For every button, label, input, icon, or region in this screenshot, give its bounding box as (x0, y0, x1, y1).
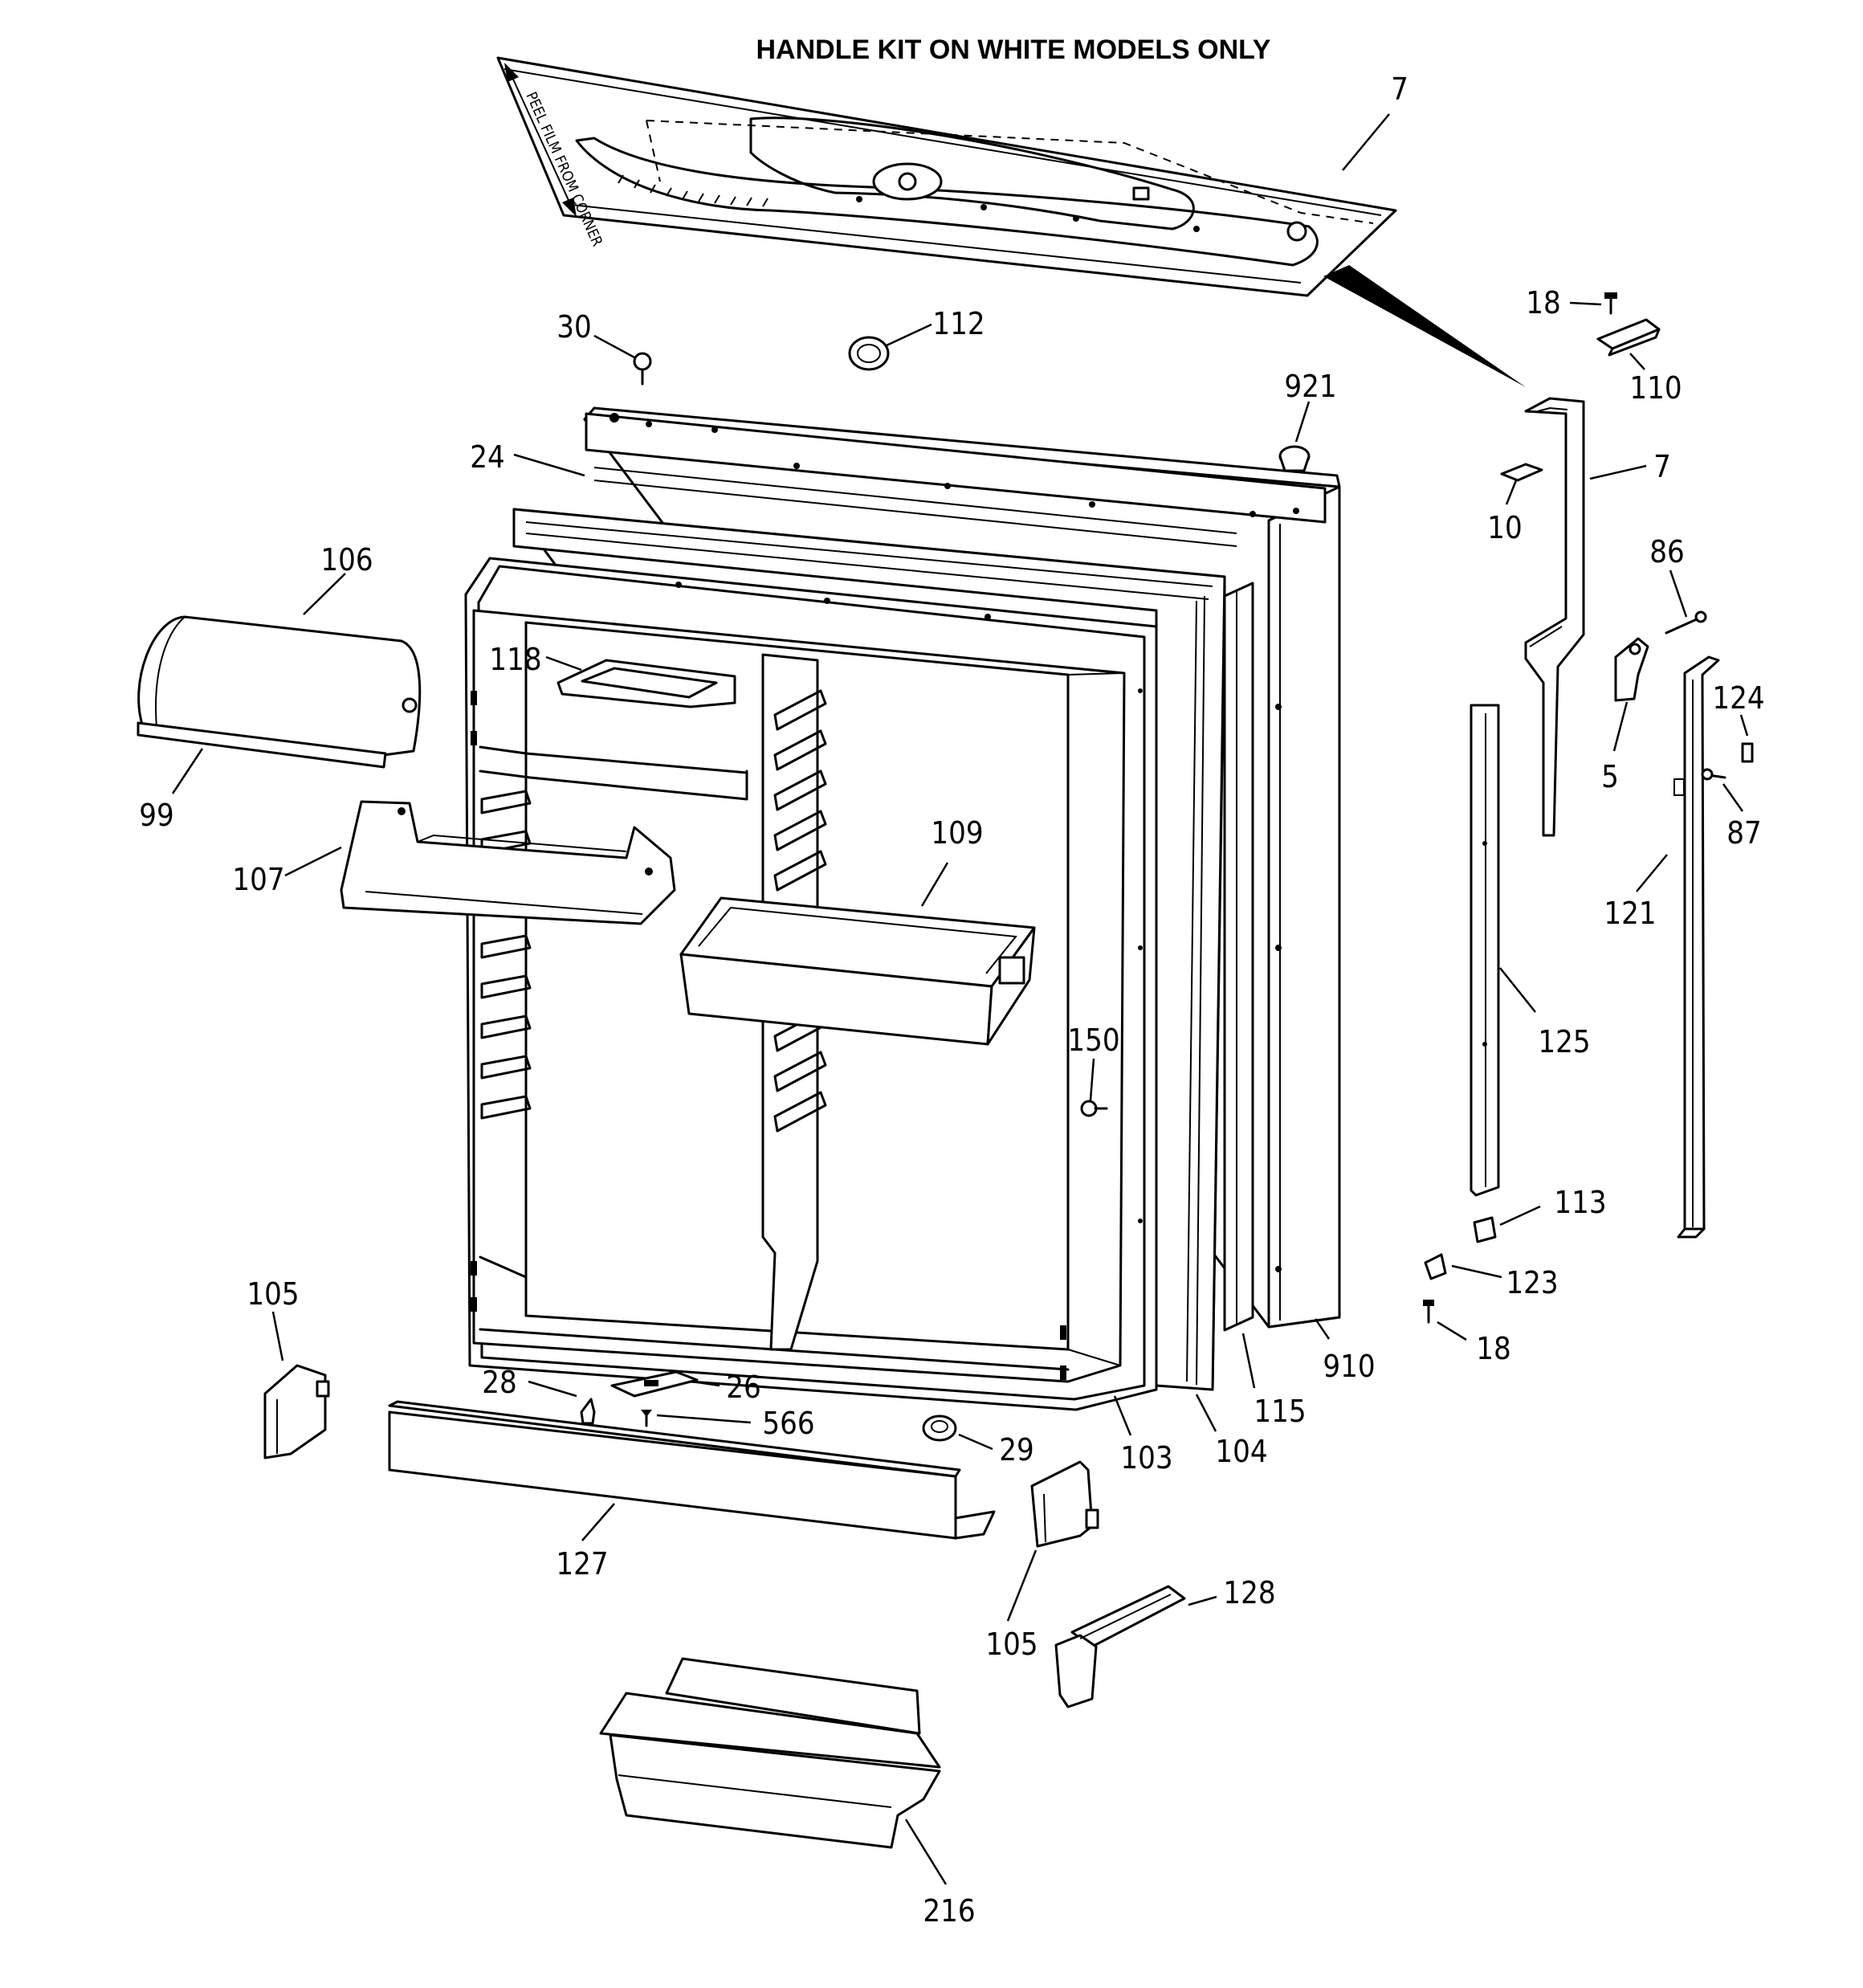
part-7-handle (1524, 397, 1585, 837)
part-112-plug (848, 336, 890, 371)
callout-106: 106 (320, 542, 373, 578)
diagram-title: HANDLE KIT ON WHITE MODELS ONLY (756, 35, 1271, 65)
part-105-left-hinge-bracket (263, 1364, 330, 1459)
callout-123: 123 (1506, 1265, 1558, 1300)
callout-110: 110 (1629, 370, 1682, 406)
part-128-bin-guard (1054, 1585, 1186, 1708)
callout-127: 127 (556, 1546, 608, 1582)
callout-115: 115 (1254, 1394, 1306, 1429)
part-123-bracket (1424, 1253, 1447, 1280)
callout-121: 121 (1604, 896, 1656, 931)
part-7-handle-kit-package: PEEL FILM FROM CORNER (496, 56, 1397, 297)
callout-87: 87 (1726, 815, 1762, 851)
callout-103: 103 (1120, 1440, 1172, 1476)
part-105-right-hinge-bracket (1030, 1460, 1099, 1548)
callout-109: 109 (931, 815, 983, 851)
part-127-toe-grille (388, 1400, 996, 1540)
callout-30: 30 (556, 309, 592, 345)
callout-107: 107 (232, 862, 284, 897)
callout-105-right: 105 (985, 1627, 1037, 1662)
part-110-hinge-cover (1596, 318, 1661, 357)
callout-29: 29 (999, 1432, 1034, 1468)
callout-labels: 7 18 110 30 112 921 24 7 10 106 86 118 1… (139, 71, 1764, 1929)
callout-24: 24 (470, 439, 505, 475)
part-121-handle-trim (1673, 655, 1720, 1239)
part-18-top-screw (1604, 292, 1617, 315)
callout-112: 112 (932, 306, 984, 341)
callout-566: 566 (762, 1406, 814, 1441)
part-107-door-shelf (340, 800, 676, 925)
part-99-dairy-door-base (137, 721, 387, 769)
callout-18-bottom: 18 (1476, 1331, 1511, 1366)
part-30-screw (633, 352, 652, 386)
part-566-screw (641, 1410, 652, 1427)
callout-910: 910 (1323, 1349, 1375, 1384)
part-106-dairy-compartment-door (137, 615, 422, 757)
part-113-stop (1473, 1216, 1497, 1243)
callout-18-top: 18 (1526, 285, 1561, 320)
part-124-clip (1741, 742, 1754, 763)
callout-118: 118 (489, 642, 541, 677)
part-118-small-shelf (556, 659, 736, 708)
callout-124: 124 (1712, 680, 1764, 716)
part-29-plug (922, 1414, 957, 1442)
callout-99: 99 (139, 798, 174, 833)
part-216-door-bin (599, 1657, 941, 1849)
part-26-hinge-plate (610, 1370, 699, 1398)
callout-86: 86 (1649, 534, 1685, 569)
callout-104: 104 (1215, 1434, 1267, 1469)
part-115-gasket (1223, 582, 1254, 1332)
callout-150: 150 (1067, 1023, 1119, 1058)
part-150-screw (1080, 1100, 1108, 1117)
callout-5: 5 (1601, 759, 1619, 794)
part-125-door-trim (1470, 704, 1500, 1197)
part-86-screw (1665, 610, 1707, 635)
part-28-pin (580, 1398, 596, 1425)
callout-921: 921 (1284, 369, 1336, 404)
callout-7-top: 7 (1391, 71, 1408, 107)
part-109-door-bin (679, 896, 1036, 1046)
callout-7-side: 7 (1653, 449, 1671, 484)
callout-216: 216 (923, 1893, 975, 1929)
callout-10: 10 (1487, 510, 1523, 545)
part-24-breaker-strip (585, 412, 1327, 547)
part-10-clip (1500, 463, 1543, 482)
part-18-bottom-screw (1423, 1300, 1434, 1324)
callout-105-left: 105 (247, 1276, 299, 1312)
callout-28: 28 (482, 1365, 517, 1400)
callout-26: 26 (726, 1370, 761, 1405)
kit-pointer-arrow (1323, 265, 1526, 387)
part-5-handle-end-cap (1614, 637, 1649, 702)
callout-125: 125 (1538, 1024, 1590, 1059)
part-87-screw (1701, 768, 1726, 781)
callout-128: 128 (1223, 1575, 1275, 1610)
part-921-cap (1278, 445, 1311, 472)
callout-113: 113 (1554, 1185, 1606, 1220)
leader-lines (171, 113, 1749, 1885)
